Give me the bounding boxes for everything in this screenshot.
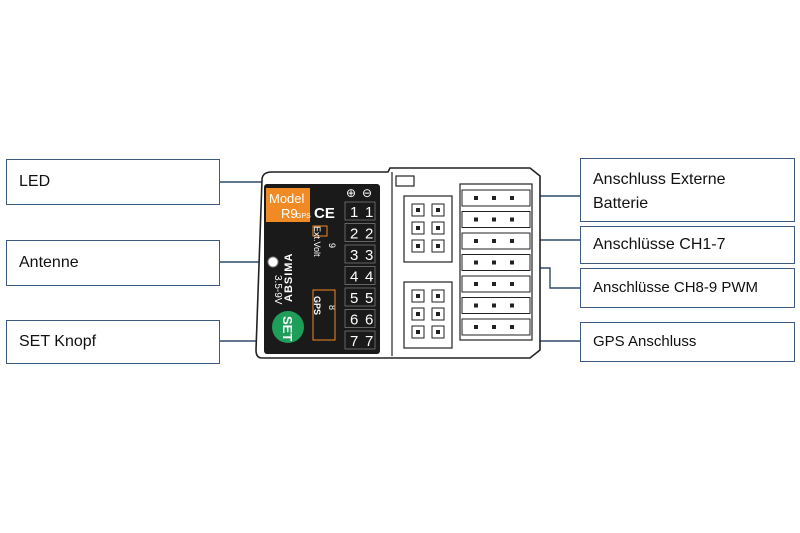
channel-connector-row [461, 254, 531, 271]
channel-number: 6 [350, 312, 358, 329]
ce-mark: CE [314, 205, 335, 222]
plus-icon: ⊕ [346, 186, 356, 200]
connector-pin [510, 260, 514, 265]
channel-cell [344, 201, 376, 221]
channel-connector-row [461, 232, 531, 250]
callout-ch8-9: Anschlüsse CH8-9 PWM [580, 268, 795, 308]
connector-pin [436, 226, 440, 230]
callout-ch1-7-text: Anschlüsse CH1-7 [593, 236, 726, 253]
channel-cell [344, 309, 376, 328]
channel-number: 6 [365, 312, 373, 329]
connector-pin [416, 208, 420, 212]
connector-pin [436, 312, 440, 316]
callout-ext-battery-line1: Anschluss Externe [593, 171, 726, 188]
channel-number: 1 [365, 204, 373, 221]
connector-pin [416, 312, 420, 316]
voltage-text: 3.5-9V [272, 275, 283, 305]
channel-cell [344, 330, 376, 350]
set-text: SET [280, 316, 295, 341]
connector-block [403, 195, 453, 263]
callout-led: LED [6, 159, 220, 205]
channel-number: 1 [350, 204, 358, 221]
connector-banks [403, 183, 533, 349]
connector-pin [416, 244, 420, 248]
connector-pin [416, 294, 420, 298]
connector-pin [474, 282, 478, 286]
channel-number: 7 [350, 333, 358, 350]
channel-number: 3 [365, 247, 373, 264]
connector-pin [436, 294, 440, 298]
connector-pin [492, 260, 496, 265]
callout-ext-battery: Anschluss Externe Batterie [580, 158, 795, 222]
callout-set-button: SET Knopf [6, 320, 220, 364]
led-window [395, 175, 415, 187]
channel-number: 3 [350, 247, 358, 264]
channel-connector-row [461, 275, 531, 293]
callout-ext-battery-line2: Batterie [593, 195, 649, 212]
connector-pin [510, 196, 514, 200]
connector-pin [436, 244, 440, 248]
connector-pin [474, 196, 478, 200]
channel-connector-row [461, 189, 531, 207]
connector-pin [474, 217, 478, 222]
minus-icon: ⊖ [362, 186, 372, 200]
channel-connector-row [461, 297, 531, 314]
callout-ch1-7: Anschlüsse CH1-7 [580, 226, 795, 264]
channel-cell [344, 223, 376, 242]
antenna-hole [267, 256, 279, 268]
channel-connector-row [461, 211, 531, 228]
connector-pin [492, 303, 496, 308]
model-text: Model [269, 191, 305, 206]
connector-pin [510, 303, 514, 308]
ch8-text: 8 [327, 305, 337, 310]
callout-ch8-9-text: Anschlüsse CH8-9 PWM [593, 279, 759, 296]
model-suffix: GPS [296, 213, 311, 220]
channel-cell [344, 287, 376, 307]
channel-number: 5 [365, 290, 373, 307]
model-name: R9 [281, 206, 298, 221]
channel-connector-row [461, 318, 531, 336]
callout-antenna-text: Antenne [19, 254, 79, 271]
ext-volt-text: Ext.Volt [312, 226, 322, 257]
connector-pin [492, 196, 496, 200]
connector-pin [416, 330, 420, 334]
channel-number: 4 [365, 269, 373, 286]
brand-text: ABSIMA [283, 253, 295, 302]
connector-pin [492, 282, 496, 286]
connector-pin [510, 239, 514, 243]
connector-pin [474, 303, 478, 308]
connector-pin [492, 325, 496, 329]
connector-pin [416, 226, 420, 230]
channel-cell [344, 266, 376, 285]
connector-pin [474, 325, 478, 329]
connector-pin [510, 282, 514, 286]
connector-pin [510, 217, 514, 222]
connector-pin [492, 217, 496, 222]
channel-number: 4 [350, 269, 358, 286]
set-button[interactable] [272, 311, 304, 343]
callout-gps: GPS Anschluss [580, 322, 795, 362]
channel-number: 2 [350, 226, 358, 243]
connector-block [403, 281, 453, 349]
callout-led-text: LED [19, 173, 51, 190]
channel-cell [344, 244, 376, 264]
ch9-text: 9 [327, 243, 337, 248]
callout-antenna: Antenne [6, 240, 220, 286]
receiver-label [264, 184, 380, 354]
callout-gps-text: GPS Anschluss [593, 333, 697, 350]
connector-pin [492, 239, 496, 243]
connector-pin [510, 325, 514, 329]
channel-number: 7 [365, 333, 373, 350]
connector-pin [436, 208, 440, 212]
connector-pin [474, 260, 478, 265]
connector-pin [474, 239, 478, 243]
gps-text: GPS [312, 296, 322, 315]
model-plate [266, 188, 310, 222]
channel-number: 2 [365, 226, 373, 243]
connector-pin [436, 330, 440, 334]
channel-number: 5 [350, 290, 358, 307]
callout-set-button-text: SET Knopf [19, 333, 97, 350]
